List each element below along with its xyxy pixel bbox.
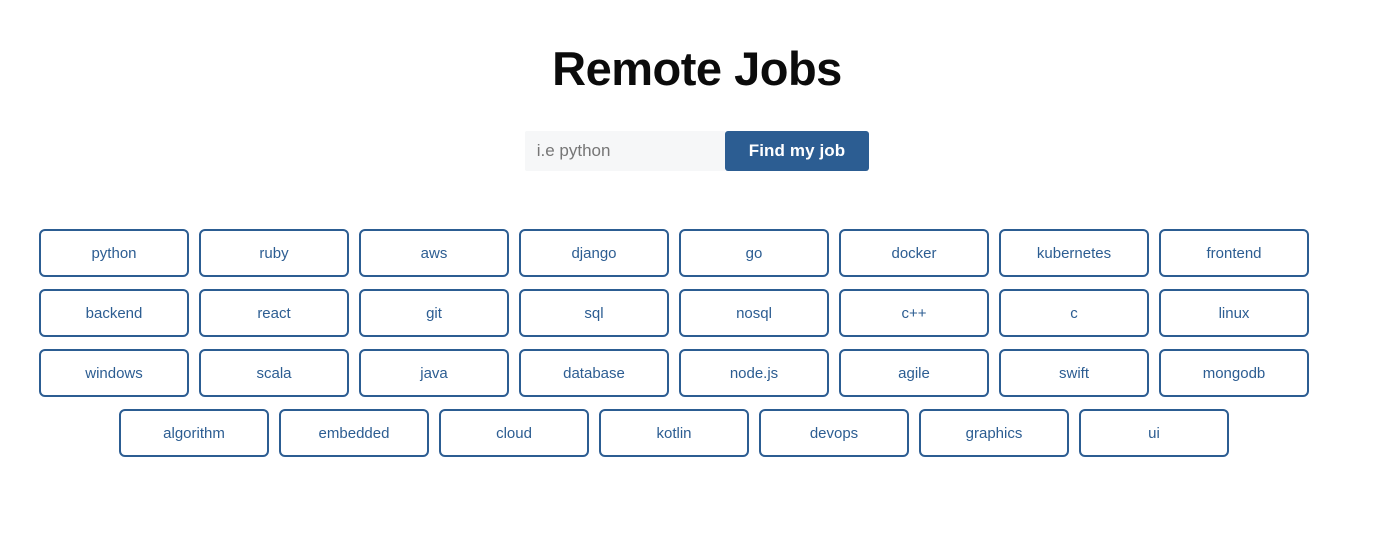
tag-algorithm[interactable]: algorithm [119,409,269,457]
tag-grid: python ruby aws django go docker kuberne… [0,229,1394,457]
tag-docker[interactable]: docker [839,229,989,277]
tag-django[interactable]: django [519,229,669,277]
search-input[interactable] [524,131,725,171]
search-bar: Find my job [0,131,1394,171]
tag-graphics[interactable]: graphics [919,409,1069,457]
tag-windows[interactable]: windows [39,349,189,397]
tag-java[interactable]: java [359,349,509,397]
tag-mongodb[interactable]: mongodb [1159,349,1309,397]
tag-python[interactable]: python [39,229,189,277]
tag-kotlin[interactable]: kotlin [599,409,749,457]
tag-react[interactable]: react [199,289,349,337]
tag-scala[interactable]: scala [199,349,349,397]
tag-ui[interactable]: ui [1079,409,1229,457]
tag-frontend[interactable]: frontend [1159,229,1309,277]
tag-row-3: windows scala java database node.js agil… [39,349,1355,397]
tag-row-4: algorithm embedded cloud kotlin devops g… [39,409,1355,457]
tag-nodejs[interactable]: node.js [679,349,829,397]
tag-row-1: python ruby aws django go docker kuberne… [39,229,1355,277]
page-title: Remote Jobs [552,42,842,95]
tag-aws[interactable]: aws [359,229,509,277]
tag-swift[interactable]: swift [999,349,1149,397]
tag-linux[interactable]: linux [1159,289,1309,337]
tag-backend[interactable]: backend [39,289,189,337]
tag-devops[interactable]: devops [759,409,909,457]
find-my-job-button[interactable]: Find my job [724,131,870,171]
tag-database[interactable]: database [519,349,669,397]
tag-sql[interactable]: sql [519,289,669,337]
tag-embedded[interactable]: embedded [279,409,429,457]
tag-go[interactable]: go [679,229,829,277]
tag-cpp[interactable]: c++ [839,289,989,337]
tag-row-2: backend react git sql nosql c++ c linux [39,289,1355,337]
tag-cloud[interactable]: cloud [439,409,589,457]
tag-nosql[interactable]: nosql [679,289,829,337]
tag-agile[interactable]: agile [839,349,989,397]
tag-c[interactable]: c [999,289,1149,337]
tag-ruby[interactable]: ruby [199,229,349,277]
tag-kubernetes[interactable]: kubernetes [999,229,1149,277]
tag-git[interactable]: git [359,289,509,337]
